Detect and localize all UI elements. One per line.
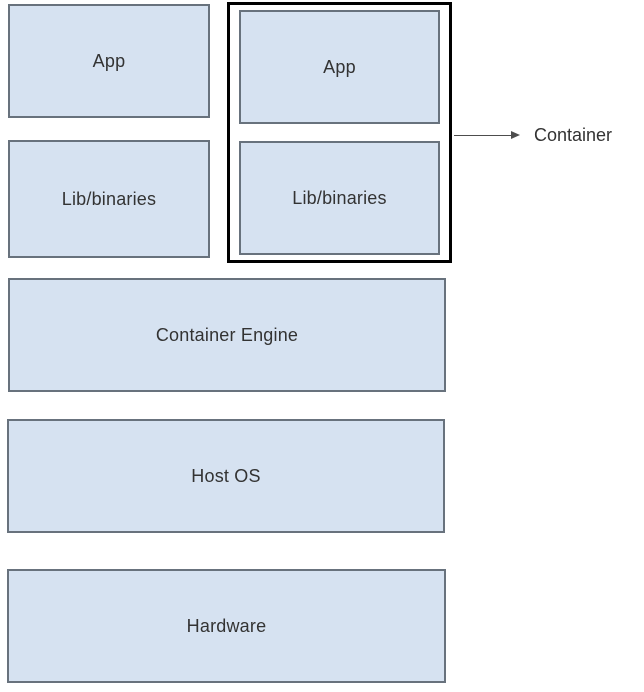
box-container-engine-label: Container Engine — [155, 324, 299, 345]
box-lib-binaries-left-label: Lib/binaries — [61, 188, 157, 209]
box-lib-binaries-right-label: Lib/binaries — [292, 187, 387, 208]
box-app-right: App — [239, 10, 440, 124]
box-lib-binaries-right: Lib/binaries — [239, 141, 440, 255]
container-annotation-arrow-head-icon — [511, 131, 520, 139]
box-host-os: Host OS — [7, 419, 445, 533]
box-hardware-label: Hardware — [186, 615, 267, 636]
container-annotation-arrow-line — [454, 135, 512, 136]
box-container-engine: Container Engine — [8, 278, 446, 392]
box-hardware: Hardware — [7, 569, 446, 683]
box-app-right-label: App — [323, 56, 356, 77]
box-app-left-label: App — [92, 50, 126, 71]
box-host-os-label: Host OS — [191, 465, 261, 486]
box-lib-binaries-left: Lib/binaries — [8, 140, 210, 258]
box-app-left: App — [8, 4, 210, 118]
container-annotation-label: Container — [534, 125, 613, 145]
